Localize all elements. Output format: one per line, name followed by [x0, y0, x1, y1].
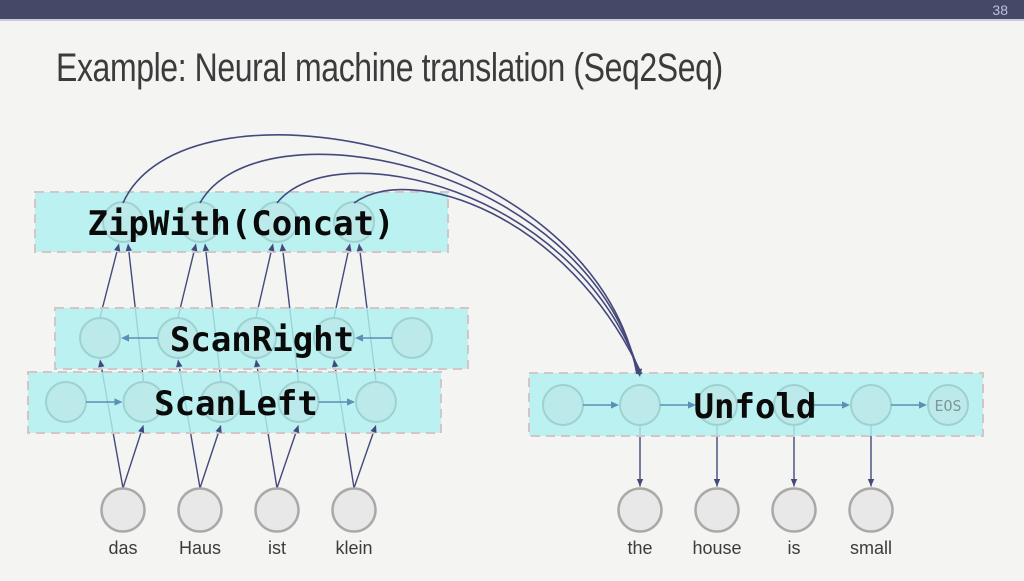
context-curve-arrow [276, 172, 641, 375]
target-word-label: house [692, 538, 741, 558]
scanleft-state-circle [355, 381, 397, 423]
arrow-head [790, 479, 798, 487]
arrow-head [254, 359, 261, 368]
unfold-state-circle [619, 384, 661, 426]
scanleft-state-circle [122, 381, 165, 423]
slide-title: Example: Neural machine translation (Seq… [56, 46, 723, 90]
arrow-head [356, 243, 364, 252]
arrow-shaft [122, 424, 145, 489]
arrow-shaft [99, 243, 120, 318]
transition-arrow-head [919, 401, 927, 409]
target-word-circle [848, 487, 894, 533]
target-word-circle [694, 487, 740, 533]
arrow-head [191, 243, 198, 252]
scanright-state-circle [235, 317, 277, 359]
page-number: 38 [992, 2, 1008, 18]
target-word-circle [617, 487, 663, 533]
source-word-circle [331, 487, 377, 533]
labels-layer: das Haus ist klein the house is small ZipWith(Co… [87, 204, 961, 558]
scanright-label: ScanRight [170, 320, 354, 360]
transition-arrow-head [611, 401, 619, 409]
unfold-label: Unfold [694, 387, 817, 427]
scanright-state-circle [313, 317, 355, 359]
context-curve-arrow [199, 153, 640, 375]
source-word-circle [254, 487, 300, 533]
transition-arrow-head [121, 334, 129, 342]
scanright-state-circle [391, 317, 433, 359]
arrow-head [268, 243, 275, 252]
scanright-state-circle [79, 317, 121, 359]
transition-arrow-head [355, 334, 363, 342]
arrow-head [713, 479, 721, 487]
arrow-shaft [199, 424, 222, 489]
arrows-top-layer [86, 134, 927, 487]
arrow-head [138, 425, 145, 434]
arrow-shaft [255, 243, 274, 318]
context-curve-arrow [353, 188, 643, 375]
arrow-head [636, 479, 644, 487]
arrow-head [125, 243, 133, 252]
context-curve-arrow-head [635, 368, 643, 377]
unfold-state-circle [696, 384, 738, 426]
source-word-label: ist [268, 538, 286, 558]
eos-state-circle [927, 384, 969, 426]
target-word-circle [771, 487, 817, 533]
arrow-shaft [353, 424, 377, 489]
arrow-head [345, 243, 352, 252]
arrow-head [202, 243, 210, 252]
arrow-head [279, 243, 287, 252]
eos-label: EOS [934, 397, 961, 415]
arrow-shaft [177, 243, 197, 318]
unfold-state-circle [542, 384, 584, 426]
source-word-label: klein [335, 538, 372, 558]
arrow-head [331, 359, 339, 368]
arrow-shaft [276, 424, 300, 489]
arrow-head [293, 425, 300, 434]
arrow-head [867, 479, 875, 487]
source-word-circle [177, 487, 223, 533]
zipwith-label: ZipWith(Concat) [87, 204, 394, 244]
arrow-head [98, 359, 105, 368]
source-word-circle [100, 487, 146, 533]
arrow-shaft [333, 243, 351, 318]
transition-arrow-head [114, 398, 123, 406]
target-word-label: the [627, 538, 652, 558]
slide-header-bar [0, 0, 1024, 21]
arrow-head [370, 425, 377, 434]
source-word-label: das [108, 538, 137, 558]
unfold-state-circle [850, 384, 892, 426]
source-word-label: Haus [179, 538, 221, 558]
transition-arrow-head [347, 398, 355, 406]
arrow-head [215, 425, 222, 434]
arrow-head [176, 359, 183, 368]
scanleft-label: ScanLeft [154, 384, 318, 424]
arrow-head [114, 243, 121, 252]
nodes-layer [45, 201, 969, 533]
target-word-label: is [788, 538, 801, 558]
zipwith-state-circle [333, 201, 375, 243]
scanleft-state-circle [200, 381, 242, 423]
scanleft-state-circle [45, 381, 87, 423]
target-word-label: small [850, 538, 892, 558]
transition-arrow-head [842, 401, 850, 409]
context-curve-arrow [122, 134, 638, 375]
transition-arrow-head [688, 401, 696, 409]
